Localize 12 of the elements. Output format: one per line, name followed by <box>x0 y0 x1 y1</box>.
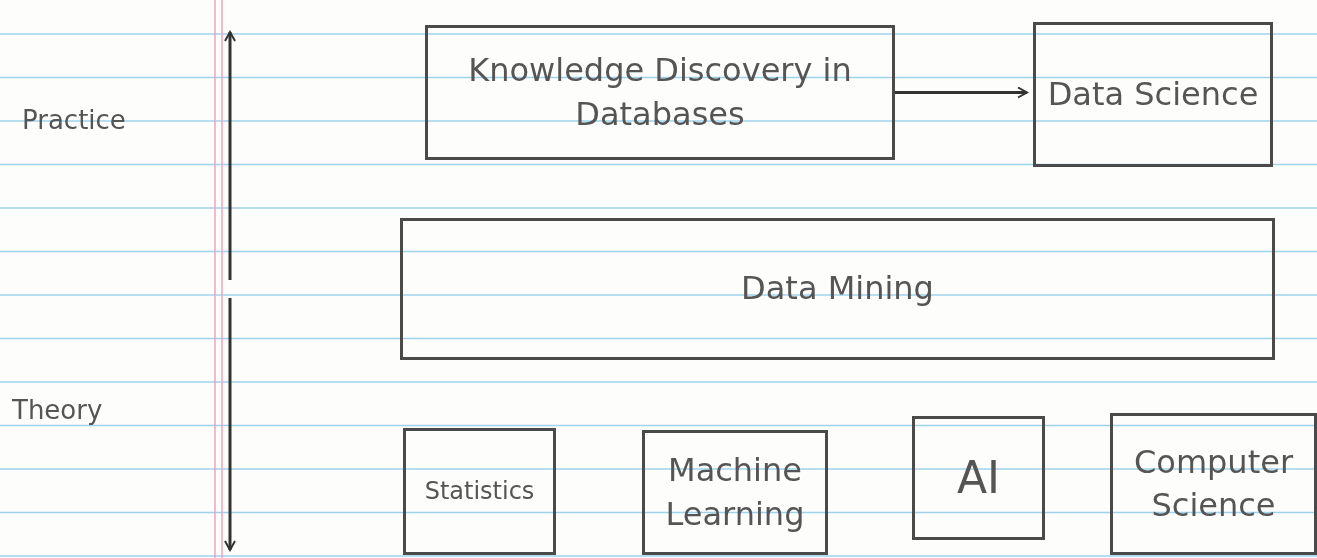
arrow <box>895 86 1028 99</box>
node-text: Statistics <box>424 476 535 508</box>
process-box <box>403 428 556 555</box>
node-text: Data Science <box>1047 73 1259 115</box>
process-box <box>912 416 1045 540</box>
axis-label: Theory <box>12 395 103 425</box>
node-text: Data Mining <box>741 268 934 310</box>
process-box <box>400 218 1275 360</box>
axis-label: Practice <box>22 105 126 135</box>
node-text: AI <box>956 451 1001 506</box>
process-box <box>1033 22 1273 167</box>
process-box <box>1110 413 1317 555</box>
